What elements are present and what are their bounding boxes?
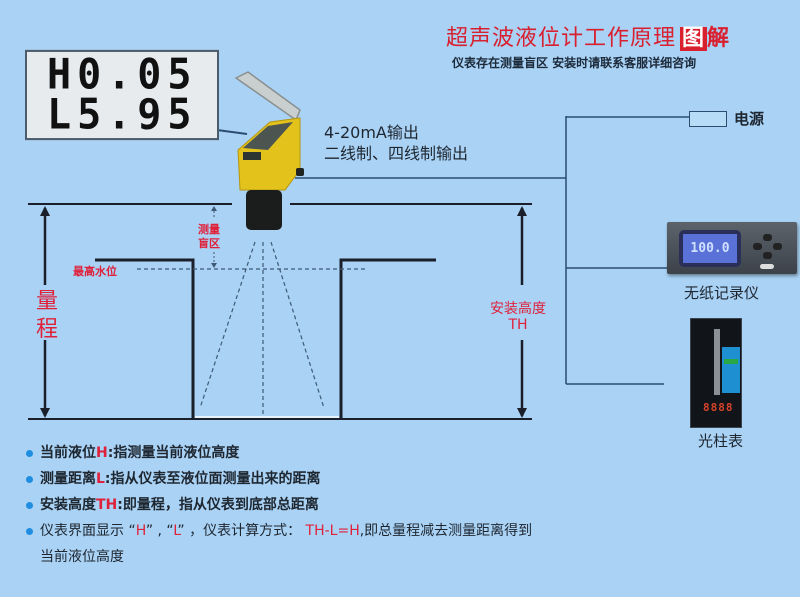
recorder-usb-port-icon	[760, 264, 774, 269]
bullet-text: 仪表界面显示 “	[40, 523, 136, 539]
list-item: 仪表界面显示 “H” , “L” ，仪表计算方式： TH-L=H,即总量程减去测…	[22, 518, 532, 544]
page-subtitle: 仪表存在测量盲区 安装时请联系客服详细咨询	[452, 56, 697, 70]
page-title: 超声波液位计工作原理图解	[446, 20, 730, 52]
bar-meter-button-panel	[722, 347, 740, 393]
recorder-display-value: 100.0	[683, 234, 737, 263]
bullet-text: :指测量当前液位高度	[107, 445, 240, 461]
lcd-display: H0.05 L5.95	[25, 49, 219, 141]
list-item-continuation: 当前液位高度	[22, 544, 532, 570]
install-height-label: 安装高度 TH	[478, 301, 558, 333]
bar-column	[714, 329, 720, 395]
recorder-screen: 100.0	[679, 230, 741, 267]
bullet-text: 测量距离	[40, 471, 96, 487]
bullet-text: :指从仪表至液位面测量出来的距离	[104, 471, 321, 487]
list-item: 当前液位H:指测量当前液位高度	[22, 440, 532, 466]
bullet-text: ,即总量程减去测量距离得到	[359, 523, 533, 539]
bar-meter-green-indicator	[724, 359, 738, 364]
lcd-line-h: H0.05	[47, 50, 198, 100]
install-height-abbr: TH	[508, 317, 528, 333]
bullet-highlight: L	[173, 523, 178, 539]
bar-meter-label: 光柱表	[698, 432, 744, 450]
output-current-label: 4-20mA输出	[324, 123, 419, 142]
range-label-char-1: 量	[35, 289, 58, 314]
bullet-text: ” , “	[145, 523, 174, 539]
recorder-left-button-icon	[753, 243, 762, 250]
recorder-label: 无纸记录仪	[684, 284, 760, 302]
explanation-list: 当前液位H:指测量当前液位高度 测量距离L:指从仪表至液位面测量出来的距离 安装…	[22, 440, 532, 570]
title-text: 超声波液位计工作原理	[446, 26, 677, 51]
list-item: 测量距离L:指从仪表至液位面测量出来的距离	[22, 466, 532, 492]
recorder-up-button-icon	[763, 234, 772, 241]
recorder-down-button-icon	[763, 252, 772, 259]
blind-zone-line-2: 盲区	[198, 237, 220, 250]
bullet-text: 当前液位高度	[40, 549, 124, 565]
blind-zone-label: 测量 盲区	[198, 223, 220, 251]
range-label: 量 程	[35, 288, 59, 344]
lcd-line-l: L5.95	[47, 90, 198, 140]
title-badge: 图	[680, 26, 708, 51]
bullet-text: :即量程，指从仪表到底部总距离	[117, 497, 319, 513]
bullet-text: ” ，仪表计算方式：	[177, 523, 306, 539]
range-label-char-2: 程	[35, 317, 58, 342]
bullet-formula: TH-L=H	[305, 523, 360, 539]
bullet-highlight: H	[135, 523, 146, 539]
install-height-text: 安装高度	[490, 301, 546, 317]
bullet-highlight: L	[96, 471, 105, 487]
output-wire-label: 二线制、四线制输出	[324, 144, 469, 163]
bar-graph-meter-icon: 8888	[690, 318, 742, 428]
blind-zone-line-1: 测量	[198, 223, 220, 236]
bullet-text: 当前液位	[40, 445, 96, 461]
title-badge-2: 解	[707, 26, 731, 51]
bullet-highlight: H	[96, 445, 108, 461]
bullet-highlight: TH	[96, 497, 118, 513]
bar-meter-digits: 8888	[703, 401, 734, 414]
power-label: 电源	[734, 110, 765, 128]
max-water-level-label: 最高水位	[73, 265, 117, 278]
list-item: 安装高度TH:即量程，指从仪表到底部总距离	[22, 492, 532, 518]
paperless-recorder-icon: 100.0	[667, 222, 797, 274]
recorder-right-button-icon	[773, 243, 782, 250]
power-supply-icon	[689, 111, 727, 127]
sensor-output-text: 4-20mA输出 二线制、四线制输出	[324, 122, 468, 164]
bullet-text: 安装高度	[40, 497, 96, 513]
